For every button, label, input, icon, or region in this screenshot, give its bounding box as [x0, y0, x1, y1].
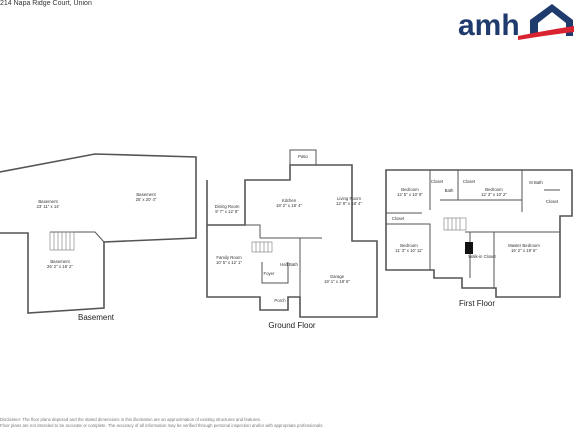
- logo-swoosh-icon: [518, 26, 574, 40]
- room-name: M Bath: [529, 180, 543, 185]
- room-name: Half Bath: [280, 262, 298, 267]
- room-name: Basement: [50, 259, 70, 264]
- room-dims: 12' 8" x 18' 4": [336, 201, 362, 206]
- stairs-icons: [49, 217, 467, 253]
- room-dims: 19' 1" x 18' 6": [324, 279, 350, 284]
- first-floor-outline: [385, 169, 573, 298]
- floor-label-ground: Ground Floor: [268, 321, 315, 330]
- disclaimer-line-2: Floor plans are not intended to be accur…: [0, 423, 324, 428]
- room-name: Basement: [38, 199, 58, 204]
- ground-interior-walls: [245, 224, 322, 317]
- patio-outline: [289, 149, 317, 165]
- room-name: Bedroom: [401, 187, 419, 192]
- room-dims: 11' 3" x 10' 11": [395, 248, 423, 253]
- basement-outline: [0, 153, 197, 314]
- floor-label-basement: Basement: [78, 313, 115, 322]
- room-dims: 26' 2" x 18' 2": [47, 264, 73, 269]
- room-dims: 18' 2" x 18' 4": [276, 203, 302, 208]
- chimney-mark: [465, 242, 473, 254]
- room-name: Bedroom: [485, 187, 503, 192]
- logo-house-icon: [530, 4, 573, 36]
- room-name: Bath: [445, 188, 454, 193]
- property-address: 214 Napa Ridge Court, Union: [0, 0, 92, 7]
- disclaimer: Disclaimer: The floor plans depicted and…: [0, 417, 576, 429]
- room-name: Living Room: [337, 196, 361, 201]
- room-dims: 9' 7" x 12' 8": [215, 209, 239, 214]
- room-dims: 16' 2" x 19' 6": [511, 248, 537, 253]
- room-dims: 12' 3" x 10' 2": [481, 192, 507, 197]
- amh-logo: amh: [458, 4, 574, 42]
- room-dims: 10' 5" x 12' 1": [216, 260, 242, 265]
- room-name: Garage: [330, 274, 345, 279]
- ground-floor-outline: [206, 164, 378, 318]
- room-name: Closet: [392, 216, 405, 221]
- disclaimer-line-1: Disclaimer: The floor plans depicted and…: [0, 417, 261, 422]
- room-name: Family Room: [216, 255, 242, 260]
- room-name: Bedroom: [400, 243, 418, 248]
- floor-label-first: First Floor: [459, 299, 495, 308]
- room-dims: 12' 5" x 10' 8": [397, 192, 423, 197]
- room-name: Closet: [431, 179, 444, 184]
- room-dims: 25' x 20' 4": [136, 197, 157, 202]
- room-dims: 23' 11" x 14': [37, 204, 60, 209]
- room-name: Foyer: [264, 271, 276, 276]
- room-name: Closet: [546, 199, 559, 204]
- room-name: Basement: [136, 192, 156, 197]
- first-interior-walls: [386, 170, 560, 288]
- room-name: Walk-in Closet: [468, 254, 496, 259]
- room-name: Dining Room: [215, 204, 240, 209]
- room-name: Porch: [274, 298, 286, 303]
- room-name: Master Bedroom: [508, 243, 540, 248]
- logo-text: amh: [458, 9, 520, 42]
- room-name: Closet: [463, 179, 476, 184]
- room-name: Kitchen: [282, 198, 297, 203]
- room-name: Patio: [298, 154, 308, 159]
